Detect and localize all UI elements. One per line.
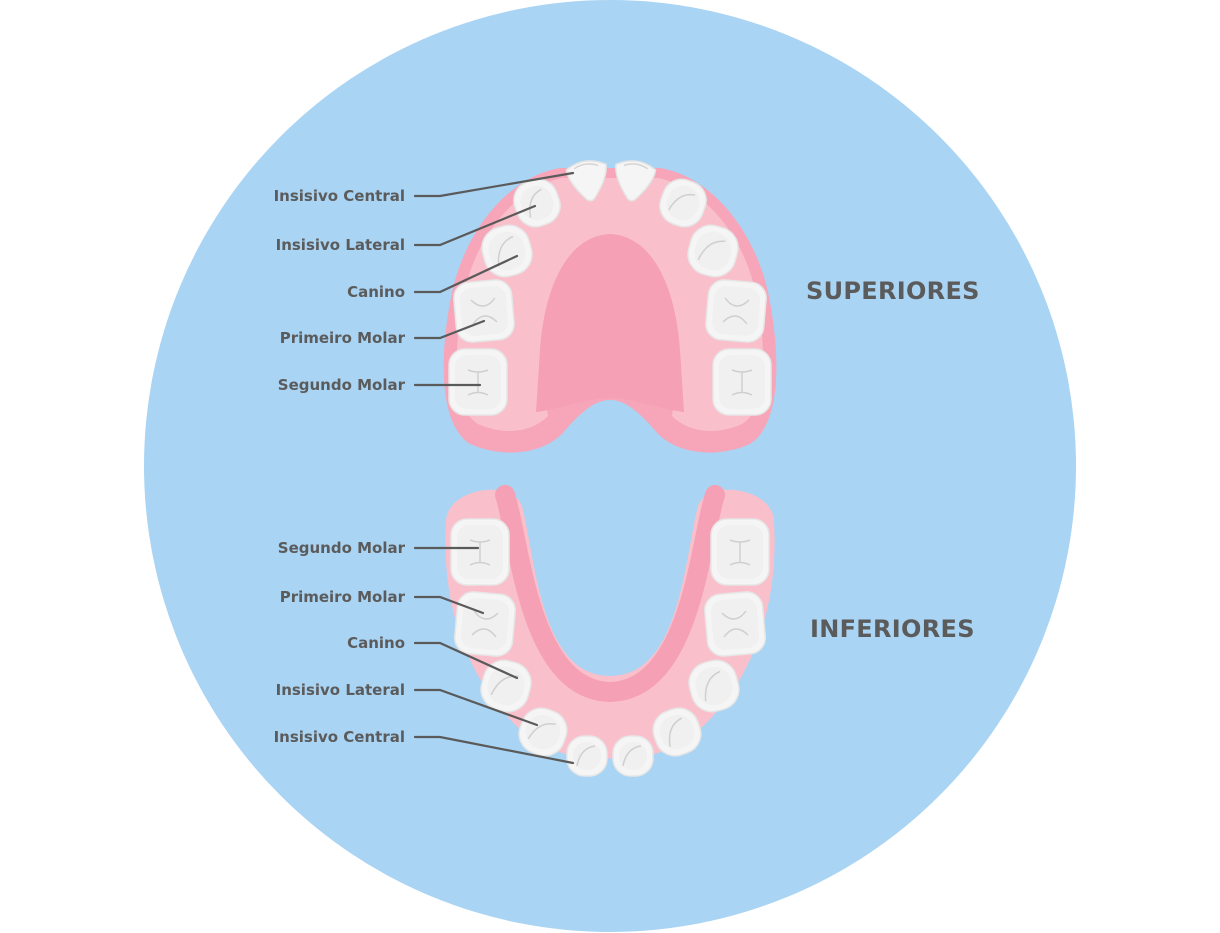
upper-lateral-incisor-right-tooth	[659, 178, 707, 228]
lower-second-molar-left-tooth	[450, 518, 510, 586]
teeth-group	[448, 160, 772, 777]
label-lower-canine: Canino	[347, 634, 405, 652]
upper-first-molar-left-tooth	[453, 279, 515, 343]
label-lower-second-molar: Segundo Molar	[277, 539, 405, 557]
lower-first-molar-right-tooth	[703, 591, 767, 657]
upper-canine-leader-line	[413, 254, 519, 294]
lower-lateral-incisor-right-tooth	[652, 707, 702, 757]
upper-central-incisor-left-tooth	[565, 160, 607, 202]
upper-lateral-incisor-leader-line	[413, 204, 537, 247]
lower-first-molar-leader-line	[413, 595, 485, 615]
lower-first-molar-left-tooth	[453, 591, 517, 657]
upper-gum-light	[456, 178, 764, 431]
upper-title: SUPERIORES	[806, 277, 980, 305]
palate	[536, 234, 684, 412]
upper-first-molar-leader-line	[413, 319, 486, 340]
upper-second-molar-left-tooth	[448, 348, 508, 416]
label-upper-lateral-incisor: Insisivo Lateral	[275, 236, 405, 254]
upper-lateral-incisor-left-tooth	[513, 178, 561, 228]
label-upper-canine: Canino	[347, 283, 405, 301]
label-lower-first-molar: Primeiro Molar	[279, 588, 405, 606]
upper-first-molar-right-tooth	[705, 279, 767, 343]
upper-canine-right-tooth	[687, 224, 739, 278]
lower-title: INFERIORES	[810, 615, 975, 643]
upper-canine-left-tooth	[481, 224, 533, 278]
upper-second-molar-right-tooth	[712, 348, 772, 416]
label-lower-central-incisor: Insisivo Central	[273, 728, 405, 746]
lower-central-incisor-left-tooth	[566, 735, 608, 777]
background-circle	[144, 0, 1076, 932]
upper-central-incisor-right-tooth	[615, 160, 657, 202]
lower-gum-inner-rim	[495, 485, 725, 703]
leader-lines	[413, 171, 575, 765]
lower-canine-leader-line	[413, 641, 519, 680]
lower-second-molar-right-tooth	[710, 518, 770, 586]
upper-central-incisor-leader-line	[413, 171, 575, 198]
lower-lateral-incisor-leader-line	[413, 688, 539, 727]
label-upper-second-molar: Segundo Molar	[277, 376, 405, 394]
lower-central-incisor-leader-line	[413, 735, 575, 765]
label-lower-lateral-incisor: Insisivo Lateral	[275, 681, 405, 699]
lower-central-incisor-right-tooth	[612, 735, 654, 777]
label-upper-first-molar: Primeiro Molar	[279, 329, 405, 347]
label-upper-central-incisor: Insisivo Central	[273, 187, 405, 205]
lower-canine-right-tooth	[688, 659, 740, 713]
